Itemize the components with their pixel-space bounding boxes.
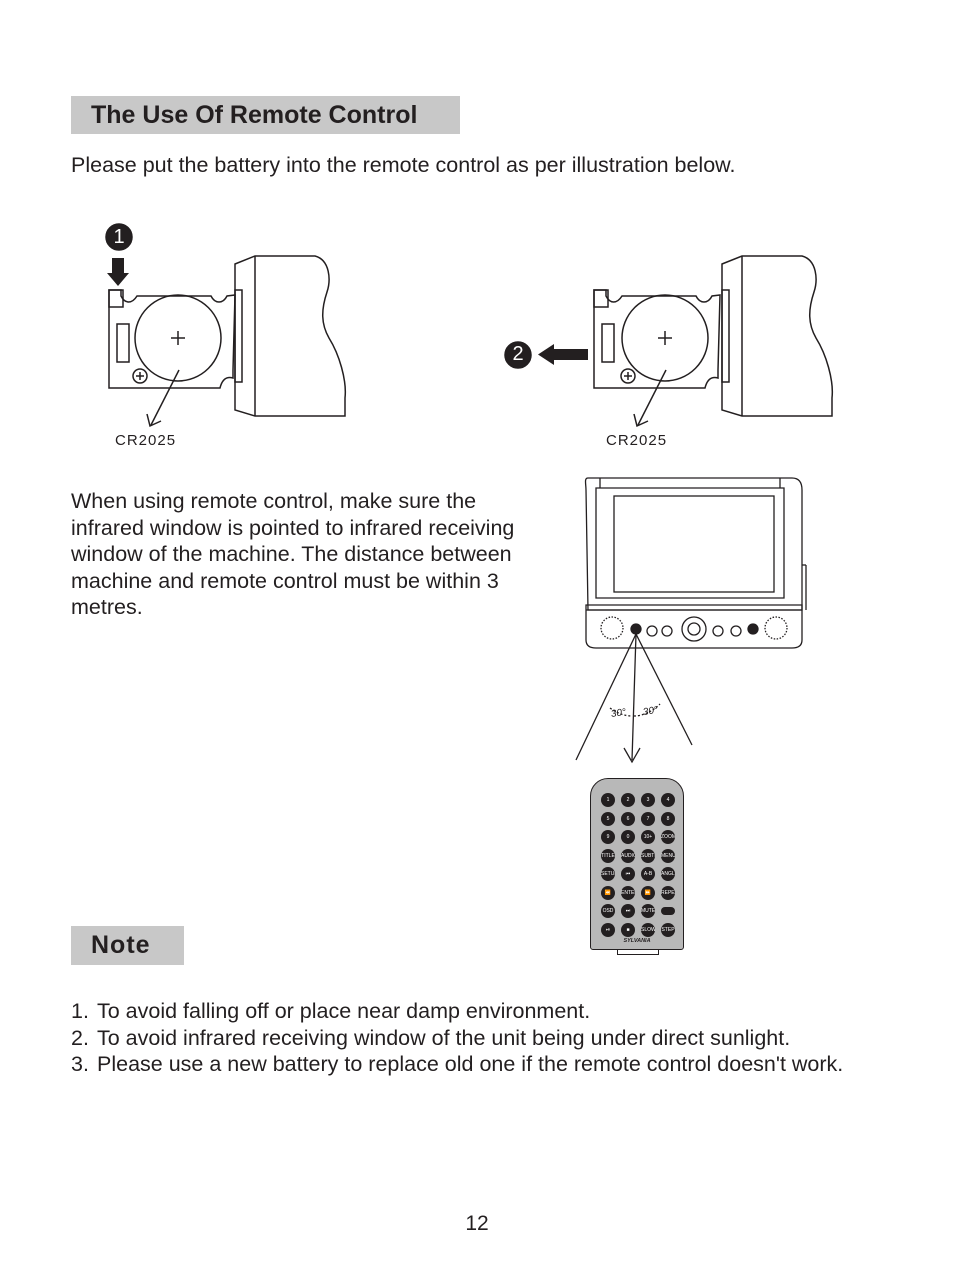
remote-button: 5 (601, 811, 615, 826)
remote-button: 3 (641, 793, 655, 807)
remote-button: ⏭ (621, 904, 635, 918)
note-number: 2. (71, 1025, 89, 1050)
remote-button: 7 (641, 811, 655, 826)
remote-button: MENU (661, 848, 675, 863)
remote-button: 1 (601, 793, 615, 807)
remote-button: 6 (621, 811, 635, 826)
remote-button: 8 (661, 811, 675, 826)
remote-button: ■ (621, 922, 635, 937)
section-title: The Use Of Remote Control (71, 96, 460, 134)
note-item: 3. Please use a new battery to replace ol… (71, 1051, 887, 1078)
remote-button-grid: 1 2 3 4 5 6 7 8 9 0 10+ ZOOM TITLE AUDIO… (598, 793, 678, 937)
remote-brand: SYLVANIA (623, 938, 651, 944)
remote-button: STEP (661, 922, 675, 937)
battery-figure-2 (504, 255, 834, 428)
remote-button: SUBTITLE (641, 848, 655, 863)
battery-figure-1: 1 (105, 223, 347, 428)
intro-text: Please put the battery into the remote c… (71, 153, 736, 177)
remote-button: ⏯ (601, 922, 615, 937)
remote-button: AUDIO (621, 848, 635, 863)
remote-button: ⏩ (641, 885, 655, 900)
remote-button: 10+ (641, 830, 655, 844)
usage-line-2: infrared window is pointed to infrared r… (71, 515, 515, 540)
usage-line-5: metres. (71, 595, 143, 619)
note-item: 2. To avoid infrared receiving window of … (71, 1025, 891, 1052)
note-number: 1. (71, 999, 89, 1023)
usage-line-3: window of the machine. The distance betw… (71, 542, 512, 566)
remote-button: ENTER (621, 885, 635, 900)
note-item: 1. To avoid falling off or place near dam… (71, 998, 891, 1025)
step-2-number: 2 (512, 343, 524, 365)
remote-button: 4 (661, 793, 675, 807)
note-text: To avoid infrared receiving window of th… (97, 1025, 791, 1050)
note-text: Please use a new battery to replace old … (97, 1052, 844, 1076)
step-1-number-label: 1 (113, 226, 125, 248)
step-badge-2 (504, 341, 532, 369)
remote-button: SLOW (641, 922, 655, 937)
remote-button: ANGLE (661, 867, 675, 881)
remote-button: TITLE (601, 848, 615, 863)
note-title: Note (71, 926, 184, 965)
remote-button-bar (661, 907, 675, 915)
usage-line-1: When using remote control, make sure the (71, 489, 477, 513)
page-number: 12 (465, 1212, 489, 1235)
note-number: 3. (71, 1052, 89, 1076)
remote-button: MUTE (641, 904, 655, 918)
battery-label-1: CR2025 (115, 432, 177, 449)
notes-list: 1. To avoid falling off or place near dam… (71, 998, 891, 1078)
remote-button: OSD (601, 904, 615, 918)
remote-button: ⏮ (621, 867, 635, 881)
note-text: To avoid falling off or place near damp … (97, 999, 591, 1023)
remote-button: SETUP (601, 867, 615, 881)
remote-bottom-tab (617, 950, 659, 955)
remote-button: A-B (641, 867, 655, 881)
angle-label-left: 30° (610, 707, 627, 720)
battery-label-2: CR2025 (606, 432, 668, 449)
remote-button: 2 (621, 793, 635, 807)
usage-line-4: machine and remote control must be withi… (71, 568, 499, 593)
remote-button: ⏪ (601, 885, 615, 900)
remote-button: 9 (601, 830, 615, 844)
remote-button: ZOOM (661, 830, 675, 844)
remote-button: REPEAT (661, 885, 675, 900)
remote-control: 1 2 3 4 5 6 7 8 9 0 10+ ZOOM TITLE AUDIO… (590, 778, 684, 950)
dvd-player-illustration (575, 477, 807, 764)
usage-text: When using remote control, make sure the… (71, 488, 571, 621)
remote-button: 0 (621, 830, 635, 844)
step-badge-1 (105, 223, 133, 251)
